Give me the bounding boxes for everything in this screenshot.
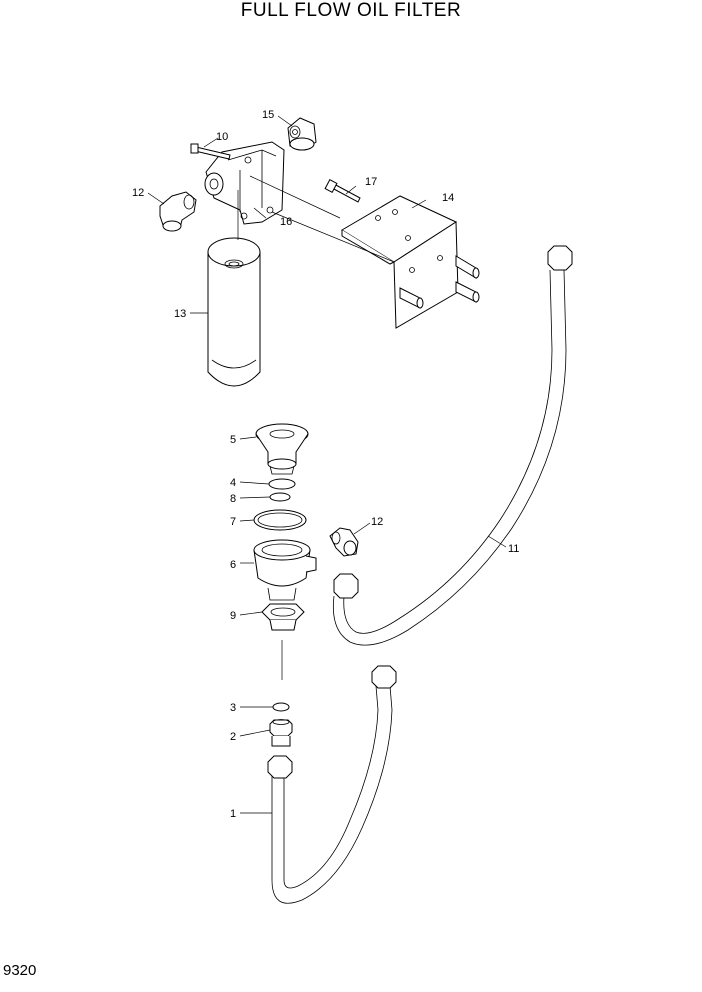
nipple-2 xyxy=(269,719,293,747)
leader-lines xyxy=(147,115,507,814)
callout-15: 15 xyxy=(262,109,274,121)
callout-8: 8 xyxy=(230,493,236,505)
filter-head xyxy=(204,141,285,225)
bolt-10 xyxy=(190,143,231,160)
callout-7: 7 xyxy=(230,516,236,528)
callout-12-top: 12 xyxy=(132,187,144,199)
callout-3: 3 xyxy=(230,702,236,714)
callout-9: 9 xyxy=(230,610,236,622)
callout-14: 14 xyxy=(442,192,454,204)
hose-1 xyxy=(267,665,397,904)
callout-2: 2 xyxy=(230,731,236,743)
callout-12-lower: 12 xyxy=(371,516,383,528)
callout-1: 1 xyxy=(230,808,236,820)
callout-6: 6 xyxy=(230,559,236,571)
callout-4: 4 xyxy=(230,477,236,489)
elbow-fitting-15 xyxy=(287,117,317,151)
callout-5: 5 xyxy=(230,434,236,446)
callout-16: 16 xyxy=(280,216,292,228)
callout-11: 11 xyxy=(508,543,519,555)
o-ring-4 xyxy=(268,478,296,490)
housing-6 xyxy=(253,539,317,601)
o-ring-8 xyxy=(269,492,291,502)
hose-11 xyxy=(332,245,573,646)
callout-13: 13 xyxy=(174,308,186,320)
bolt-17 xyxy=(324,179,361,203)
adapter-5 xyxy=(255,423,309,475)
callout-10: 10 xyxy=(216,131,228,143)
page-code: 9320 xyxy=(3,962,37,979)
callout-17: 17 xyxy=(365,176,377,188)
nut-9 xyxy=(261,603,305,631)
elbow-fitting-12-lower xyxy=(329,527,359,557)
elbow-fitting-12-top xyxy=(159,191,197,232)
filter-cartridge-13 xyxy=(207,237,261,387)
page-title: FULL FLOW OIL FILTER xyxy=(240,0,462,21)
o-ring-3 xyxy=(272,702,290,712)
bracket-14 xyxy=(341,195,480,329)
